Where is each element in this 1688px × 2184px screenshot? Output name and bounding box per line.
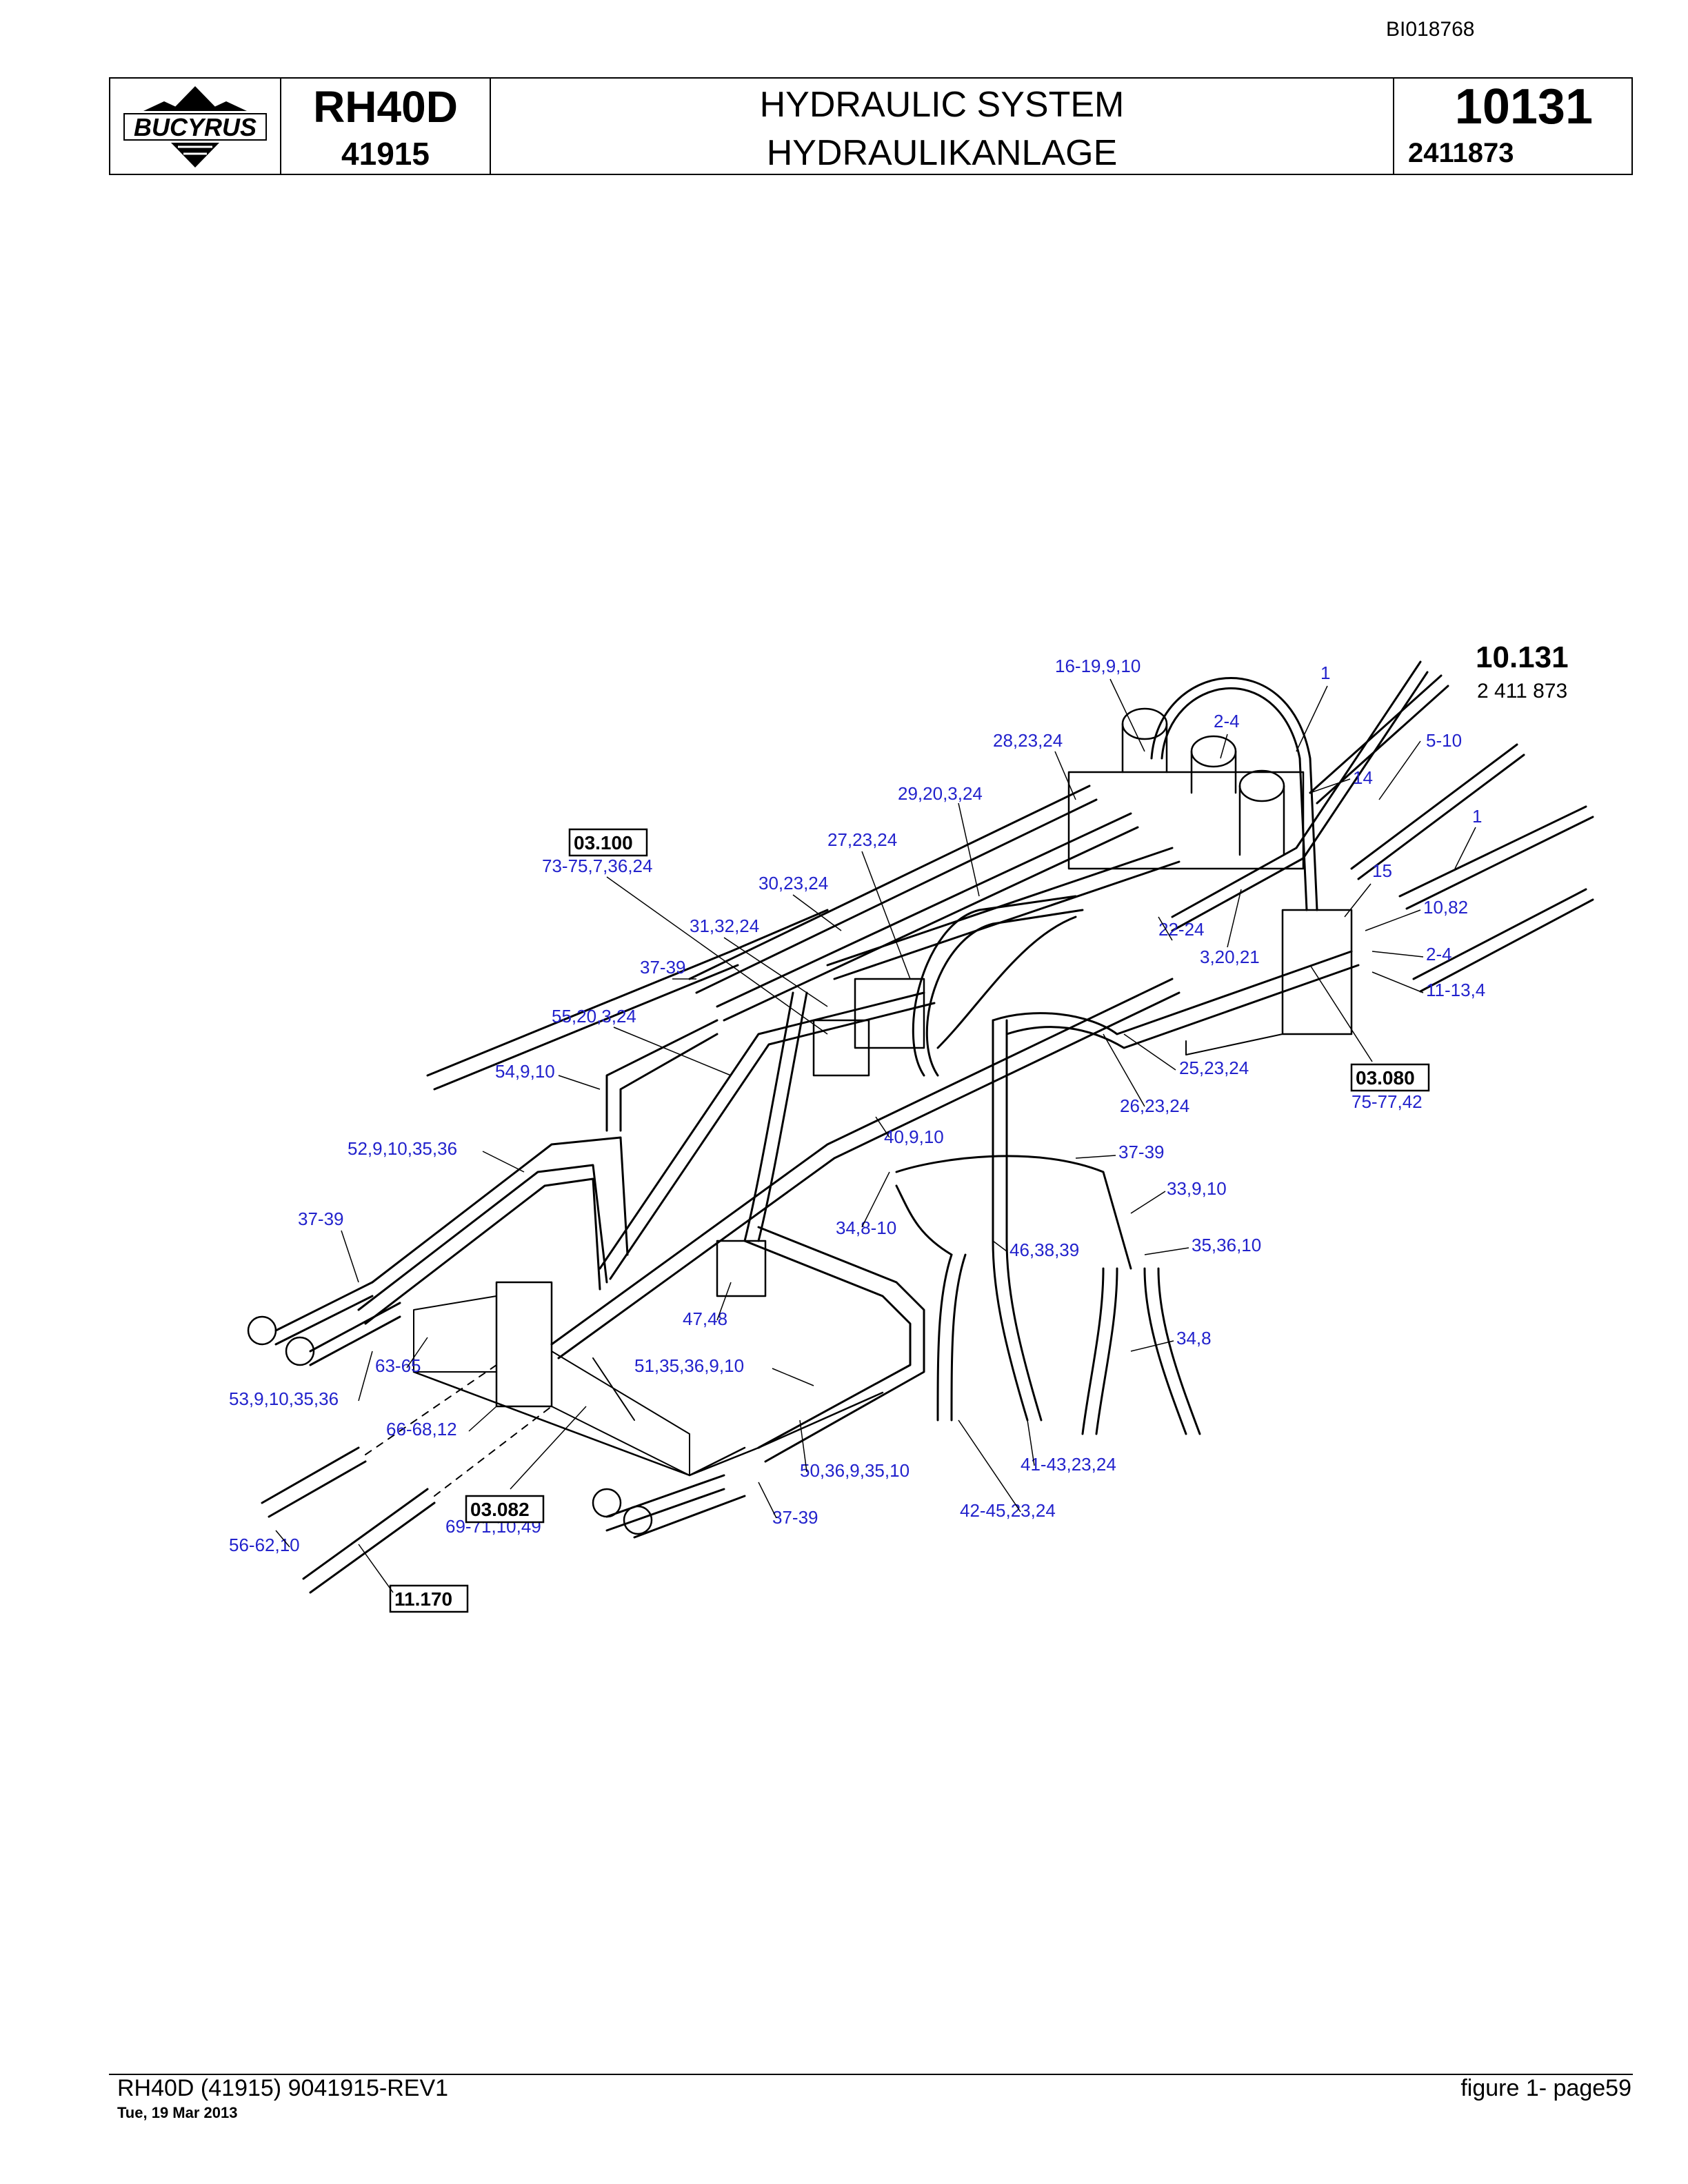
callout: 66-68,12 [386, 1419, 457, 1439]
callout: 37-39 [772, 1507, 818, 1528]
logo-cell: BUCYRUS [110, 79, 281, 174]
callout: 35,36,10 [1192, 1235, 1261, 1255]
leader-lines [275, 678, 1476, 1593]
callout: 26,23,24 [1120, 1095, 1189, 1116]
callout: 42-45,23,24 [960, 1500, 1056, 1521]
callout: 3,20,21 [1200, 947, 1260, 967]
callout: 54,9,10 [495, 1061, 555, 1082]
footer-divider [109, 2074, 1633, 2075]
callout: 37-39 [298, 1209, 344, 1229]
group-number: 10131 [1454, 79, 1593, 134]
callout: 37-39 [1118, 1142, 1165, 1162]
bucyrus-logo: BUCYRUS [123, 86, 267, 168]
model-cell: RH40D 41915 [281, 79, 491, 174]
boxed-ref: 03.082 [470, 1499, 530, 1520]
callout: 73-75,7,36,24 [542, 856, 652, 876]
callout: 10,82 [1423, 897, 1468, 918]
title-german: HYDRAULIKANLAGE [766, 133, 1118, 173]
callout: 31,32,24 [690, 916, 759, 936]
callout: 28,23,24 [993, 730, 1063, 751]
callout: 5-10 [1426, 730, 1462, 751]
document-id: BI018768 [1386, 18, 1475, 41]
part-number: 2411873 [1408, 138, 1514, 168]
callout: 46,38,39 [1009, 1240, 1079, 1260]
callout: 1 [1320, 663, 1330, 683]
footer-page-ref: figure 1- page59 [1460, 2075, 1631, 2101]
callout: 56-62,10 [229, 1535, 300, 1555]
callout: 33,9,10 [1167, 1178, 1227, 1199]
callout: 63-65 [375, 1355, 421, 1376]
footer-date: Tue, 19 Mar 2013 [117, 2104, 238, 2121]
title-english: HYDRAULIC SYSTEM [759, 85, 1125, 125]
callout: 2-4 [1426, 944, 1452, 964]
callout: 41-43,23,24 [1021, 1454, 1116, 1475]
callout: 50,36,9,35,10 [800, 1460, 910, 1481]
diagram-lines [247, 660, 1594, 1594]
group-label: 10.131 2 411 873 [1476, 640, 1569, 702]
callout: 29,20,3,24 [898, 783, 983, 804]
callout: 52,9,10,35,36 [348, 1138, 457, 1159]
boxed-ref: 03.100 [574, 832, 633, 853]
group-label-number: 10.131 [1476, 640, 1569, 674]
boxed-references: 03.100 03.080 03.082 11.170 [389, 828, 1430, 1613]
callout: 34,8-10 [836, 1217, 896, 1238]
boxed-ref: 11.170 [394, 1588, 452, 1610]
title-block: BUCYRUS RH40D 41915 HYDRAULIC SYSTEM HYD… [109, 77, 1633, 175]
callout: 37-39 [640, 957, 686, 978]
callout: 30,23,24 [758, 873, 828, 893]
callout-labels: 16-19,9,10 1 2-4 5-10 28,23,24 14 29,20,… [229, 656, 1485, 1555]
callout: 27,23,24 [827, 829, 897, 850]
callout: 75-77,42 [1352, 1091, 1423, 1112]
callout: 40,9,10 [884, 1126, 944, 1147]
footer-document-ref: RH40D (41915) 9041915-REV1 [117, 2075, 449, 2101]
logo-text: BUCYRUS [134, 113, 257, 141]
callout: 34,8 [1176, 1328, 1212, 1348]
callout: 51,35,36,9,10 [634, 1355, 744, 1376]
callout: 2-4 [1214, 711, 1240, 731]
callout: 53,9,10,35,36 [229, 1388, 339, 1409]
title-cell: HYDRAULIC SYSTEM HYDRAULIKANLAGE [491, 79, 1394, 174]
callout: 11-13,4 [1426, 980, 1485, 1000]
number-cell: 10131 2411873 [1394, 79, 1631, 174]
group-label-part: 2 411 873 [1477, 680, 1567, 702]
callout: 16-19,9,10 [1055, 656, 1141, 676]
model-serial: 41915 [341, 136, 430, 172]
callout: 1 [1472, 806, 1482, 827]
model-name: RH40D [313, 82, 458, 132]
callout: 14 [1353, 767, 1373, 788]
callout: 15 [1372, 860, 1392, 881]
callout: 55,20,3,24 [552, 1006, 636, 1027]
callout: 25,23,24 [1179, 1058, 1249, 1078]
boxed-ref: 03.080 [1356, 1067, 1415, 1089]
